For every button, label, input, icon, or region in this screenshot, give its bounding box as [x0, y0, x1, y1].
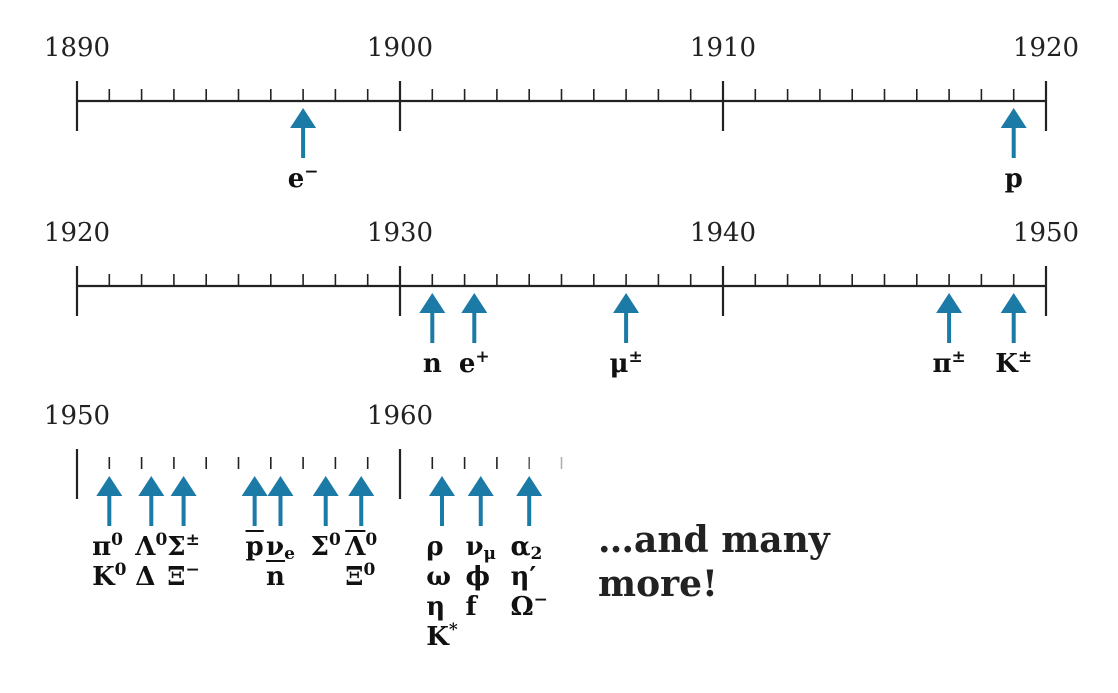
- particle-label-line: K±: [995, 347, 1033, 380]
- year-label: 1940: [689, 218, 757, 248]
- particle-label-line: νμ: [465, 532, 497, 564]
- particle-label-line: Σ±: [167, 530, 200, 563]
- discovery-arrow-head: [1000, 108, 1027, 128]
- discovery-arrow-head: [241, 476, 268, 496]
- discovery-arrow-head: [461, 293, 488, 313]
- year-label: 1950: [1012, 218, 1080, 248]
- particle-label: Σ0: [310, 530, 341, 563]
- year-label: 1920: [1012, 33, 1080, 63]
- year-label: 1960: [366, 401, 434, 431]
- particle-label-line: η′: [510, 562, 537, 592]
- discovery-arrow-head: [138, 476, 165, 496]
- particle-label-line: e+: [458, 347, 490, 380]
- particle-label-line: η: [426, 592, 446, 622]
- particle-label-line: α2: [510, 532, 543, 564]
- particle-label-line: νe: [266, 532, 295, 564]
- particle-label-line: ϕ: [465, 562, 490, 592]
- particle-label-line: Σ0: [310, 530, 341, 563]
- and-many-more-text: …and many more!: [598, 518, 830, 606]
- discovery-arrow-head: [936, 293, 963, 313]
- year-label: 1910: [689, 33, 757, 63]
- particle-label: e−: [287, 162, 319, 195]
- particle-label-line: p: [245, 532, 264, 562]
- particle-label-line: ω: [426, 562, 451, 592]
- discovery-arrow-head: [170, 476, 197, 496]
- year-label: 1900: [366, 33, 434, 63]
- more-text-line-2: more!: [598, 563, 718, 605]
- year-label: 1890: [43, 33, 111, 63]
- discovery-arrow-head: [96, 476, 123, 496]
- particle-label-line: e−: [287, 162, 319, 195]
- particle-label: n: [423, 349, 442, 379]
- particle-label: e+: [458, 347, 490, 380]
- particle-label: p: [1005, 164, 1023, 194]
- particle-label-line: ρ: [426, 532, 444, 562]
- particle-label-line: Λ0: [135, 530, 168, 563]
- year-label: 1950: [43, 401, 111, 431]
- particle-label-line: f: [465, 592, 477, 622]
- particle-label-line: K*: [426, 620, 458, 653]
- discovery-arrow-head: [613, 293, 640, 313]
- particle-label-line: π±: [932, 347, 966, 380]
- particle-label-line: K0: [92, 560, 127, 593]
- year-label: 1930: [366, 218, 434, 248]
- year-label: 1920: [43, 218, 111, 248]
- particle-label: π±: [932, 347, 966, 380]
- discovery-arrow-head: [312, 476, 339, 496]
- discovery-arrow-head: [428, 476, 455, 496]
- particle-label: K±: [995, 347, 1033, 380]
- particle-label: μ±: [609, 347, 643, 380]
- particle-label-line: n: [422, 349, 442, 379]
- discovery-arrow-head: [467, 476, 494, 496]
- discovery-arrow-head: [419, 293, 446, 313]
- particle-label-line: Ω−: [510, 590, 548, 623]
- discovery-arrow-head: [290, 108, 317, 128]
- particle-label-line: Λ0: [345, 530, 378, 563]
- particle-label-line: μ±: [609, 347, 643, 380]
- discovery-arrow-head: [267, 476, 294, 496]
- discovery-arrow-head: [348, 476, 375, 496]
- particle-label-line: Ξ−: [167, 560, 200, 593]
- particle-label-line: p: [1004, 164, 1023, 194]
- particle-label-line: π0: [92, 530, 123, 563]
- discovery-arrow-head: [516, 476, 543, 496]
- particle-label: p: [246, 532, 264, 562]
- particle-label-line: Ξ0: [345, 560, 376, 593]
- particle-label-line: Δ: [135, 562, 156, 592]
- particle-label-line: n: [266, 562, 285, 592]
- particle-label: Σ±Ξ−: [167, 530, 200, 593]
- discovery-arrow-head: [1000, 293, 1027, 313]
- more-text-line-1: …and many: [598, 519, 830, 561]
